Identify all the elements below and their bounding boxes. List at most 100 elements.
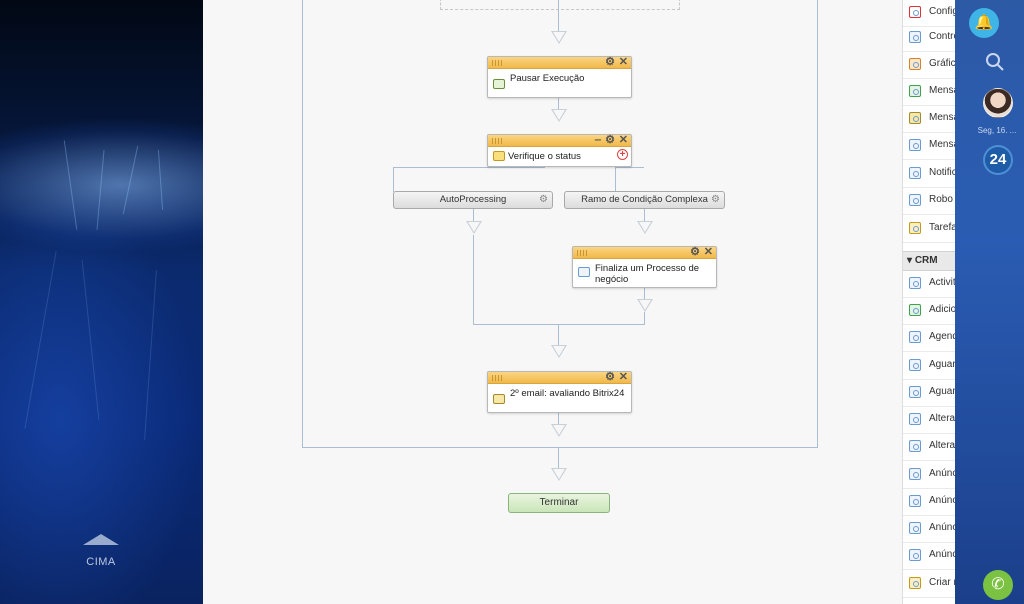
flow-arrow — [551, 345, 567, 358]
mail-icon — [909, 112, 921, 124]
activity-item[interactable]: Aguar — [903, 353, 955, 380]
activity-icon — [909, 194, 921, 206]
process-icon — [578, 267, 590, 277]
gear-icon[interactable]: ⚙ — [711, 194, 720, 205]
flow-arrow — [551, 468, 567, 481]
activity-item[interactable]: Agend — [903, 325, 955, 352]
block-header[interactable]: ⚙ ✕ — [488, 56, 631, 69]
task-icon — [909, 222, 921, 234]
checkbox-icon — [909, 6, 921, 18]
branch-autoprocessing[interactable]: AutoProcessing ⚙ — [393, 191, 553, 209]
activity-item[interactable]: Mensa — [903, 106, 955, 133]
scroll-up-icon[interactable] — [83, 534, 119, 545]
flow-arrow — [637, 221, 653, 234]
bitrix24-logo[interactable]: 24 — [983, 145, 1013, 175]
activity-item[interactable]: Gráfic — [903, 52, 955, 79]
block-title: 2º email: avaliando Bitrix24 — [510, 388, 625, 399]
gear-icon[interactable]: ⚙ — [539, 194, 548, 205]
scroll-up-label[interactable]: CIMA — [86, 556, 116, 568]
close-icon[interactable]: ✕ — [703, 246, 713, 258]
activity-icon — [909, 277, 921, 289]
activity-icon — [909, 31, 921, 43]
block-title: Pausar Execução — [510, 73, 585, 84]
image-icon — [909, 577, 921, 589]
flow-arrow — [551, 31, 567, 44]
drag-handle-icon[interactable] — [492, 375, 504, 381]
activity-item[interactable]: Mensa — [903, 79, 955, 106]
pause-icon — [493, 79, 505, 89]
activity-item[interactable]: Robo — [903, 188, 955, 215]
activity-panel: Configu Contro Gráfic Mensa Mensa Mensa … — [902, 0, 955, 604]
gear-icon[interactable]: ⚙ — [605, 56, 615, 68]
block-header[interactable]: ⚙ ✕ — [573, 246, 716, 259]
gear-icon[interactable]: ⚙ — [605, 134, 615, 146]
gear-icon[interactable]: ⚙ — [605, 371, 615, 383]
phone-icon[interactable]: ✆ — [983, 570, 1013, 600]
activity-icon — [909, 359, 921, 371]
activity-item[interactable]: Criar n — [903, 571, 955, 598]
activity-item[interactable]: Contro — [903, 25, 955, 52]
activity-item[interactable]: Notific — [903, 161, 955, 188]
activity-icon — [909, 386, 921, 398]
block-title: Finaliza um Processo de negócio — [595, 263, 700, 285]
block-header[interactable]: ⚙ ✕ — [488, 371, 631, 384]
add-branch-icon[interactable]: + — [617, 149, 628, 160]
block-title: Verifique o status — [508, 151, 581, 162]
activity-item[interactable]: Configu — [903, 0, 955, 27]
activity-icon — [909, 549, 921, 561]
activity-item[interactable]: Mensa — [903, 133, 955, 160]
check-status-block[interactable]: ‒ ⚙ ✕ Verifique o status + — [487, 134, 632, 167]
workflow-canvas: ⚙ ✕ Pausar Execução ‒ ⚙ ✕ Verifique o st… — [203, 0, 902, 604]
drag-handle-icon[interactable] — [492, 60, 504, 66]
drag-handle-icon[interactable] — [577, 250, 589, 256]
activity-icon — [909, 440, 921, 452]
activity-item[interactable]: Altera — [903, 407, 955, 434]
activity-item[interactable]: Altera — [903, 434, 955, 461]
flow-arrow — [551, 424, 567, 437]
activity-item[interactable]: Tarefa — [903, 216, 955, 243]
search-icon[interactable] — [983, 50, 1007, 74]
activity-item[interactable]: Anúnc — [903, 543, 955, 570]
activity-icon — [909, 468, 921, 480]
gear-icon[interactable]: ⚙ — [690, 246, 700, 258]
condition-icon — [493, 151, 505, 161]
branch-complex-condition[interactable]: Ramo de Condição Complexa ⚙ — [564, 191, 725, 209]
close-icon[interactable]: ✕ — [618, 134, 628, 146]
activity-item[interactable]: Anúnc — [903, 462, 955, 489]
activity-item[interactable]: Activit — [903, 271, 955, 298]
branch-label: AutoProcessing — [439, 194, 507, 205]
activity-icon — [909, 413, 921, 425]
flow-arrow — [466, 221, 482, 234]
section-header-crm[interactable]: ▾ CRM — [903, 251, 955, 271]
close-icon[interactable]: ✕ — [618, 371, 628, 383]
add-icon — [909, 304, 921, 316]
flow-arrow — [637, 299, 653, 312]
avatar[interactable] — [983, 88, 1013, 118]
desktop-background: CIMA — [0, 0, 203, 604]
close-icon[interactable]: ✕ — [618, 56, 628, 68]
notification-icon — [909, 167, 921, 179]
terminate-block[interactable]: Terminar — [508, 493, 610, 513]
activity-item[interactable]: Adicio — [903, 298, 955, 325]
sequence-frame — [302, 0, 818, 448]
activity-icon — [909, 495, 921, 507]
activity-item[interactable]: Anúnc — [903, 489, 955, 516]
drag-handle-icon[interactable] — [492, 138, 504, 144]
pause-execution-block[interactable]: ⚙ ✕ Pausar Execução — [487, 56, 632, 98]
activity-icon — [909, 522, 921, 534]
right-sidebar: 🔔 Seg, 16. ... 24 ✆ — [955, 0, 1024, 604]
activity-item[interactable]: Aguar — [903, 380, 955, 407]
date-label: Seg, 16. ... — [977, 126, 1017, 135]
activity-icon — [909, 139, 921, 151]
chart-icon — [909, 58, 921, 70]
finalize-process-block[interactable]: ⚙ ✕ Finaliza um Processo de negócio — [572, 246, 717, 288]
email-block[interactable]: ⚙ ✕ 2º email: avaliando Bitrix24 — [487, 371, 632, 413]
mail-icon — [493, 394, 505, 404]
branch-label: Ramo de Condição Complexa — [581, 194, 708, 205]
flow-arrow — [551, 109, 567, 122]
bell-icon[interactable]: 🔔 — [969, 8, 999, 38]
activity-item[interactable]: Anúnc — [903, 516, 955, 543]
minimize-icon[interactable]: ‒ — [594, 134, 601, 146]
block-header[interactable]: ‒ ⚙ ✕ — [488, 134, 631, 147]
activity-icon — [909, 331, 921, 343]
